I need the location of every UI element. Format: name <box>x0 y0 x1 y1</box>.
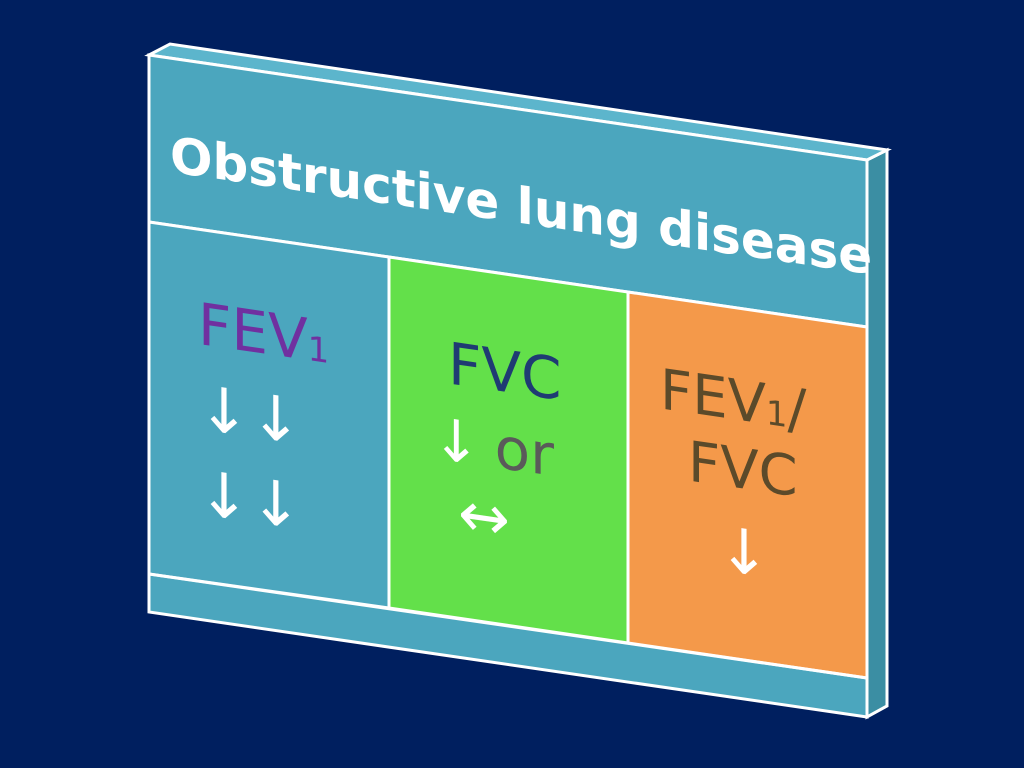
panel3-heading-line2: FVC <box>688 430 798 511</box>
panel2-line2-arrow: ↔ <box>458 476 510 556</box>
panel1-arrows-row2: ↓↓ <box>198 456 302 544</box>
bottom-divider <box>148 572 868 680</box>
panel3-heading-line1: FEV1/ <box>660 358 806 444</box>
panel2-line1: ↓or <box>432 404 554 489</box>
panel3-arrow: ↓ <box>718 512 770 592</box>
panel1-heading: FEV1 <box>198 290 329 377</box>
panel1-arrows-row1: ↓↓ <box>198 371 302 459</box>
panel2-heading: FVC <box>448 330 562 414</box>
